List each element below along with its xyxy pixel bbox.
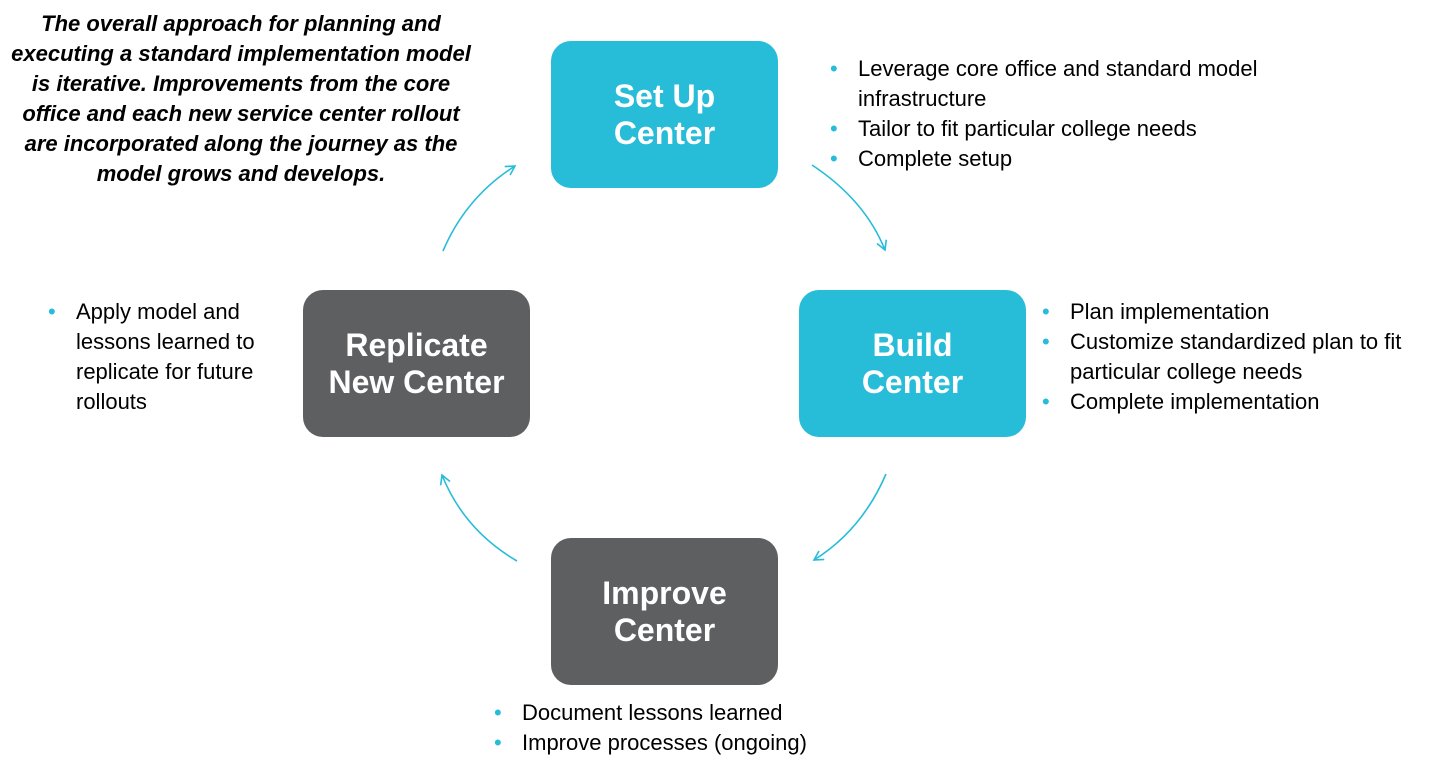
bullet-text: Tailor to fit particular college needs: [858, 116, 1197, 141]
bullet-item: • Plan implementation: [1042, 297, 1437, 327]
bullet-text: Complete setup: [858, 146, 1013, 171]
bullet-dot-icon: •: [1042, 299, 1050, 324]
bullet-dot-icon: •: [830, 116, 838, 141]
arrow-replicate-to-setup: [442, 165, 517, 252]
replicate-bullet-list: • Apply model and lessons learned to repl…: [48, 297, 288, 417]
bullet-text: Customize standardized plan to fit parti…: [1070, 329, 1402, 384]
improve-center-label: Improve Center: [602, 574, 727, 648]
arrow-setup-to-build: [811, 164, 888, 252]
bullet-text: Complete implementation: [1070, 389, 1320, 414]
build-bullet-list: • Plan implementation • Customize standardi…: [1042, 297, 1437, 417]
arrow-build-to-improve: [812, 473, 887, 561]
replicate-center-label: Replicate New Center: [328, 326, 505, 400]
bullet-item: • Complete setup: [830, 144, 1350, 174]
bullet-dot-icon: •: [494, 730, 502, 755]
setup-center-label: Set Up Center: [613, 77, 716, 151]
bullet-item: • Apply model and lessons learned to repl…: [48, 297, 288, 417]
bullet-text: Improve processes (ongoing): [522, 730, 807, 755]
bullet-text: Document lessons learned: [522, 700, 783, 725]
bullet-text: Apply model and lessons learned to repli…: [76, 299, 255, 414]
bullet-dot-icon: •: [830, 146, 838, 171]
bullet-text: Plan implementation: [1070, 299, 1270, 324]
bullet-item: • Document lessons learned: [494, 698, 914, 728]
bullet-item: • Leverage core office and standard model…: [830, 54, 1350, 114]
setup-bullet-list: • Leverage core office and standard model…: [830, 54, 1350, 174]
bullet-dot-icon: •: [1042, 329, 1050, 354]
bullet-dot-icon: •: [1042, 389, 1050, 414]
build-center-box: Build Center: [799, 290, 1026, 437]
intro-text: The overall approach for planning and ex…: [11, 11, 471, 186]
bullet-dot-icon: •: [830, 56, 838, 81]
improve-center-box: Improve Center: [551, 538, 778, 685]
bullet-dot-icon: •: [48, 299, 56, 324]
bullet-text: Leverage core office and standard model …: [858, 56, 1258, 111]
bullet-item: • Complete implementation: [1042, 387, 1437, 417]
build-center-label: Build Center: [861, 326, 964, 400]
bullet-item: • Tailor to fit particular college needs: [830, 114, 1350, 144]
replicate-center-box: Replicate New Center: [303, 290, 530, 437]
bullet-item: • Customize standardized plan to fit part…: [1042, 327, 1437, 387]
bullet-item: • Improve processes (ongoing): [494, 728, 914, 758]
arrow-improve-to-replicate: [439, 473, 518, 562]
bullet-dot-icon: •: [494, 700, 502, 725]
setup-center-box: Set Up Center: [551, 41, 778, 188]
improve-bullet-list: • Document lessons learned • Improve proces…: [494, 698, 914, 758]
